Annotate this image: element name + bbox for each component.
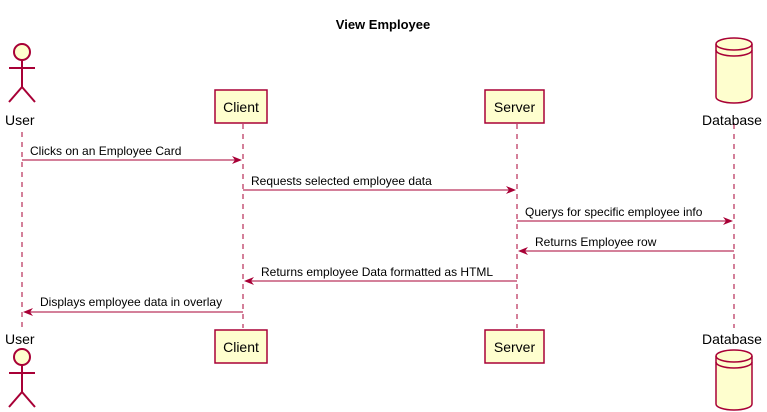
participant-label-database-top: Database: [702, 112, 762, 128]
participant-label-server-bottom: Server: [494, 339, 536, 355]
message-3: Querys for specific employee info: [517, 205, 733, 225]
message-5: Returns employee Data formatted as HTML: [244, 265, 517, 285]
actor-head: [13, 43, 31, 61]
message-1: Clicks on an Employee Card: [22, 144, 242, 164]
participant-label-client-bottom: Client: [223, 339, 259, 355]
lifelines: [21, 124, 735, 328]
actor-head: [13, 348, 31, 366]
message-4: Returns Employee row: [518, 235, 734, 255]
participant-server-bottom: Server: [484, 329, 545, 364]
database-icon: [715, 349, 753, 411]
participant-label-database-bottom: Database: [702, 331, 762, 347]
message-label: Displays employee data in overlay: [40, 295, 222, 309]
message-6: Displays employee data in overlay: [23, 295, 243, 316]
message-2: Requests selected employee data: [243, 174, 516, 194]
participant-user-top: [8, 43, 36, 103]
diagram-title: View Employee: [336, 17, 430, 32]
participant-client-bottom: Client: [214, 329, 268, 364]
participant-label-client-top: Client: [223, 99, 259, 115]
message-label: Returns Employee row: [535, 235, 657, 249]
participant-label-user-bottom: User: [5, 331, 35, 347]
message-label: Requests selected employee data: [251, 174, 432, 188]
participant-label-user-top: User: [5, 112, 35, 128]
participant-client-top: Client: [214, 89, 268, 124]
participant-server-top: Server: [484, 89, 545, 124]
participant-label-server-top: Server: [494, 99, 536, 115]
message-label: Clicks on an Employee Card: [30, 144, 181, 158]
participant-database-top: Database: [702, 37, 762, 128]
participant-user-bottom: [8, 348, 36, 408]
participant-database-bottom: Database: [702, 331, 762, 411]
message-label: Querys for specific employee info: [525, 205, 703, 219]
message-label: Returns employee Data formatted as HTML: [261, 265, 493, 279]
database-icon: [715, 37, 753, 104]
